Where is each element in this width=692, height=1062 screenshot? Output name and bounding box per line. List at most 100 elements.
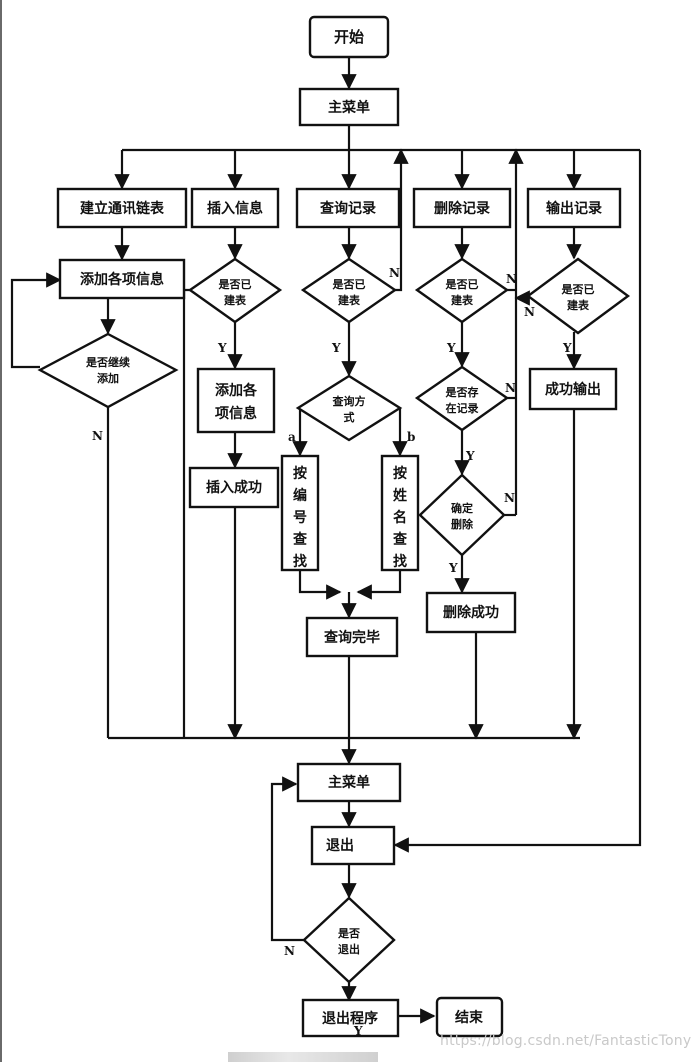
output-record-label: 输出记录 xyxy=(546,200,602,217)
confirm-delete-line1: 确定 xyxy=(451,501,473,515)
edge-is-exit-no xyxy=(270,776,306,942)
by-number-node: 按 编 号 查 找 xyxy=(280,454,320,572)
label-exists-yes: Y xyxy=(465,449,475,463)
by-name-char-3: 名 xyxy=(393,509,407,526)
query-done-node: 查询完毕 xyxy=(305,616,399,658)
label-output-no: N xyxy=(524,305,535,319)
query-record-label: 查询记录 xyxy=(320,200,376,217)
label-mode-a: a xyxy=(288,430,296,444)
exit-program-label: 退出程序 xyxy=(322,1010,378,1027)
end-label: 结束 xyxy=(455,1009,484,1026)
query-mode-decision: 查询方 式 xyxy=(295,374,403,442)
output-is-built-line2: 建表 xyxy=(567,298,590,312)
output-is-built-line1: 是否已 xyxy=(561,283,595,296)
edge-continue-loop xyxy=(10,272,62,369)
insert-add-items-line1: 添加各 xyxy=(215,382,258,399)
query-mode-line2: 式 xyxy=(344,410,355,424)
add-items-node: 添加各项信息 xyxy=(58,258,186,300)
watermark-url: https://blog.csdn.net/FantasticTony xyxy=(440,1033,692,1049)
delete-success-label: 删除成功 xyxy=(443,604,499,621)
start-node: 开始 xyxy=(308,15,390,59)
delete-success-node: 删除成功 xyxy=(425,591,517,634)
insert-add-items-line2: 项信息 xyxy=(215,405,257,422)
query-done-label: 查询完毕 xyxy=(324,629,380,646)
insert-info-label: 插入信息 xyxy=(207,200,263,217)
end-node: 结束 xyxy=(435,996,504,1038)
output-is-built-decision: 是否已 建表 xyxy=(525,257,631,335)
edge-number-to-merge xyxy=(298,570,342,600)
confirm-delete-line2: 删除 xyxy=(451,517,474,531)
query-is-built-line2: 建表 xyxy=(338,293,361,307)
edge-insert-check-no xyxy=(182,288,190,738)
is-exit-line2: 退出 xyxy=(338,942,360,956)
by-number-char-3: 号 xyxy=(293,510,307,526)
query-is-built-decision: 是否已 建表 xyxy=(300,257,398,324)
insert-success-node: 插入成功 xyxy=(188,466,280,509)
insert-add-items-node: 添加各 项信息 xyxy=(196,367,276,434)
output-success-node: 成功输出 xyxy=(528,367,618,411)
confirm-delete-decision: 确定 删除 xyxy=(418,473,506,557)
label-is-exit-no: N xyxy=(284,944,295,958)
edge-right-return xyxy=(393,150,642,853)
exit-program-node: 退出程序 xyxy=(301,998,400,1038)
record-exists-line2: 在记录 xyxy=(446,401,479,415)
by-name-node: 按 姓 名 查 找 xyxy=(380,454,420,572)
main-menu-bottom-label: 主菜单 xyxy=(328,774,370,791)
label-insert-yes: Y xyxy=(217,341,227,355)
main-menu-top-node: 主菜单 xyxy=(298,87,400,127)
label-output-yes: Y xyxy=(562,341,572,355)
by-name-char-4: 查 xyxy=(393,531,408,548)
label-confirm-yes: Y xyxy=(448,561,458,575)
record-exists-decision: 是否存 在记录 xyxy=(414,365,510,432)
by-number-char-4: 查 xyxy=(293,531,308,548)
continue-add-line2: 添加 xyxy=(97,371,119,385)
label-delete-yes: Y xyxy=(446,341,456,355)
by-number-char-1: 按 xyxy=(293,465,307,482)
label-delete-no: N xyxy=(506,272,517,286)
label-query-no: N xyxy=(389,266,400,280)
label-confirm-no: N xyxy=(504,491,515,505)
continue-add-line1: 是否继续 xyxy=(85,355,130,369)
delete-is-built-line2: 建表 xyxy=(451,293,474,307)
insert-is-built-decision: 是否已 建表 xyxy=(187,257,283,324)
insert-is-built-line2: 建表 xyxy=(224,293,247,307)
image-left-border xyxy=(0,0,2,1062)
delete-record-label: 删除记录 xyxy=(434,200,490,217)
branch-labels: N Y Y N a b Y N Y N Y N N Y N Y xyxy=(92,266,572,1038)
label-mode-b: b xyxy=(407,430,415,444)
main-menu-bottom-node: 主菜单 xyxy=(296,762,402,803)
delete-is-built-line1: 是否已 xyxy=(445,278,479,291)
label-query-yes: Y xyxy=(331,341,341,355)
by-name-char-1: 按 xyxy=(393,465,407,482)
continue-add-decision: 是否继续 添加 xyxy=(37,332,179,409)
insert-info-node: 插入信息 xyxy=(190,187,280,229)
label-exists-no: N xyxy=(505,381,516,395)
by-name-char-5: 找 xyxy=(393,553,407,570)
is-exit-decision: 是否 退出 xyxy=(302,896,396,984)
create-list-node: 建立通讯链表 xyxy=(56,187,188,229)
delete-record-node: 删除记录 xyxy=(412,187,512,229)
exit-label: 退出 xyxy=(326,837,354,854)
insert-success-label: 插入成功 xyxy=(206,479,262,496)
by-number-char-2: 编 xyxy=(293,487,307,504)
label-is-exit-yes: Y xyxy=(353,1024,363,1038)
output-success-label: 成功输出 xyxy=(545,381,601,398)
main-menu-top-label: 主菜单 xyxy=(328,99,370,116)
is-exit-line1: 是否 xyxy=(337,927,360,940)
add-items-label: 添加各项信息 xyxy=(80,271,164,288)
by-name-char-2: 姓 xyxy=(393,487,407,504)
start-label: 开始 xyxy=(334,28,364,46)
query-record-node: 查询记录 xyxy=(295,187,401,229)
create-list-label: 建立通讯链表 xyxy=(80,200,165,217)
by-number-char-5: 找 xyxy=(293,553,307,570)
edge-name-to-merge xyxy=(356,570,402,600)
query-mode-line1: 查询方 xyxy=(333,394,366,408)
delete-is-built-decision: 是否已 建表 xyxy=(414,257,510,324)
blurred-caption xyxy=(228,1052,378,1062)
insert-is-built-line1: 是否已 xyxy=(218,278,252,291)
output-record-node: 输出记录 xyxy=(526,187,622,229)
record-exists-line1: 是否存 xyxy=(445,385,479,399)
query-is-built-line1: 是否已 xyxy=(332,278,366,291)
label-continue-no: N xyxy=(92,429,103,443)
